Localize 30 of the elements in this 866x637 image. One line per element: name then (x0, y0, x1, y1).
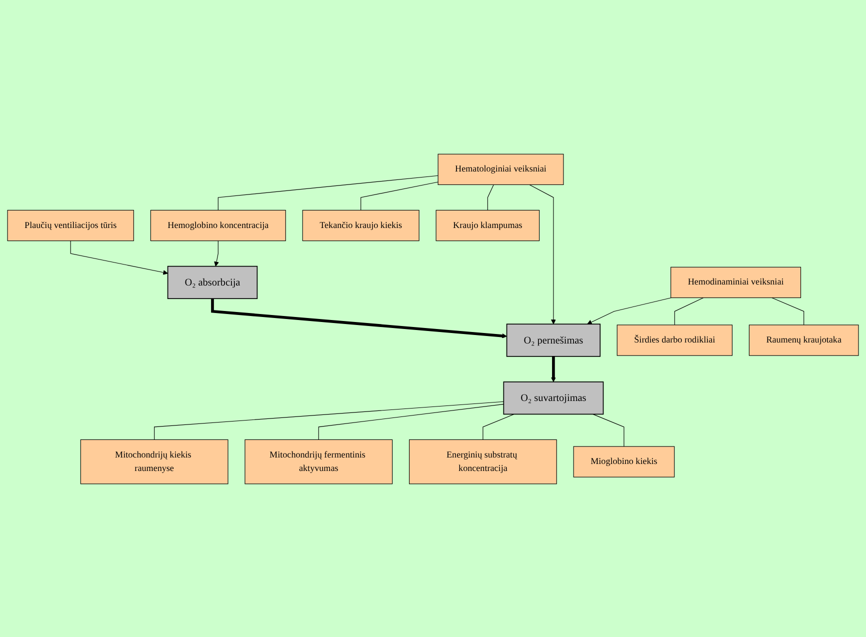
node-box: Kraujo klampumas (436, 209, 540, 241)
arrow (587, 296, 672, 324)
node-box: Plaučių ventiliacijos tūris (7, 209, 134, 241)
arrow (211, 298, 508, 338)
connector (482, 413, 514, 440)
connector (592, 413, 624, 446)
arrow (70, 240, 168, 274)
node-box: Mitochondrijų fermentinis aktyvumas (244, 438, 393, 484)
connector (674, 296, 704, 325)
node-box: Hemoglobino koncentracija (150, 209, 286, 241)
node-box: O₂ pernešimas (506, 323, 601, 356)
node-box: Širdies darbo rodikliai (616, 324, 732, 356)
node-box: Hemodinaminiai veiksniai (670, 266, 802, 298)
arrow (214, 240, 219, 266)
node-box: O₂ absorbcija (167, 265, 258, 299)
connector (318, 403, 504, 440)
connector (487, 184, 494, 210)
arrow (529, 184, 556, 324)
node-box: Energinių substratų koncentracija (409, 438, 557, 484)
connector (360, 181, 438, 210)
connector (772, 296, 804, 325)
node-box: Tekančio kraujo kiekis (302, 209, 420, 241)
node-box: Mioglobino kiekis (573, 446, 675, 477)
connector (154, 400, 504, 440)
connector (218, 174, 438, 210)
node-box: O₂ suvartojimas (503, 380, 604, 414)
arrow (550, 356, 556, 382)
node-box: Mitochondrijų kiekis raumenyse (80, 438, 228, 484)
node-box: Raumenų kraujotaka (748, 324, 859, 356)
node-box: Hematologiniai veiksniai (438, 153, 564, 184)
